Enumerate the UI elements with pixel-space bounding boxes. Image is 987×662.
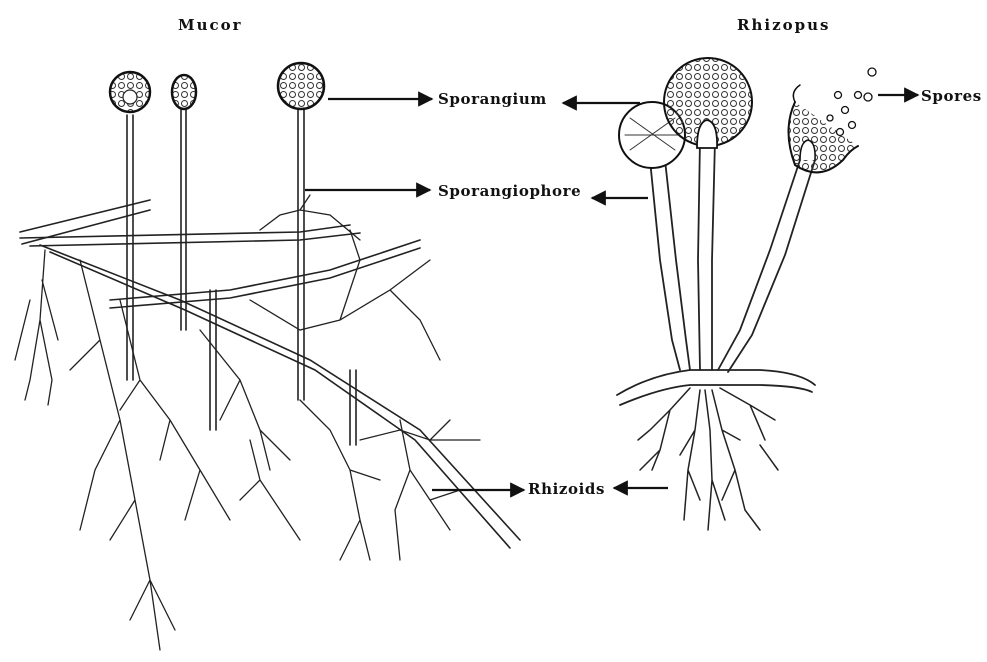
title-mucor: Mucor	[178, 16, 243, 34]
title-rhizopus: Rhizopus	[737, 16, 830, 34]
mucor-drawing	[15, 63, 520, 650]
rhizopus-rhizoids	[638, 388, 778, 530]
mucor-sporangiophores	[127, 108, 356, 445]
rhizopus-drawing	[617, 58, 876, 530]
rhizopus-sporangiophores	[650, 140, 815, 372]
rhizopus-stolon	[617, 370, 815, 405]
label-sporangiophore: Sporangiophore	[438, 182, 581, 200]
mucor-sporangia	[110, 63, 324, 112]
rhizopus-spores	[827, 68, 876, 136]
label-rhizoids: Rhizoids	[528, 480, 605, 498]
rhizopus-sporangia	[619, 58, 858, 172]
label-spores: Spores	[921, 87, 982, 105]
label-sporangium: Sporangium	[438, 90, 547, 108]
